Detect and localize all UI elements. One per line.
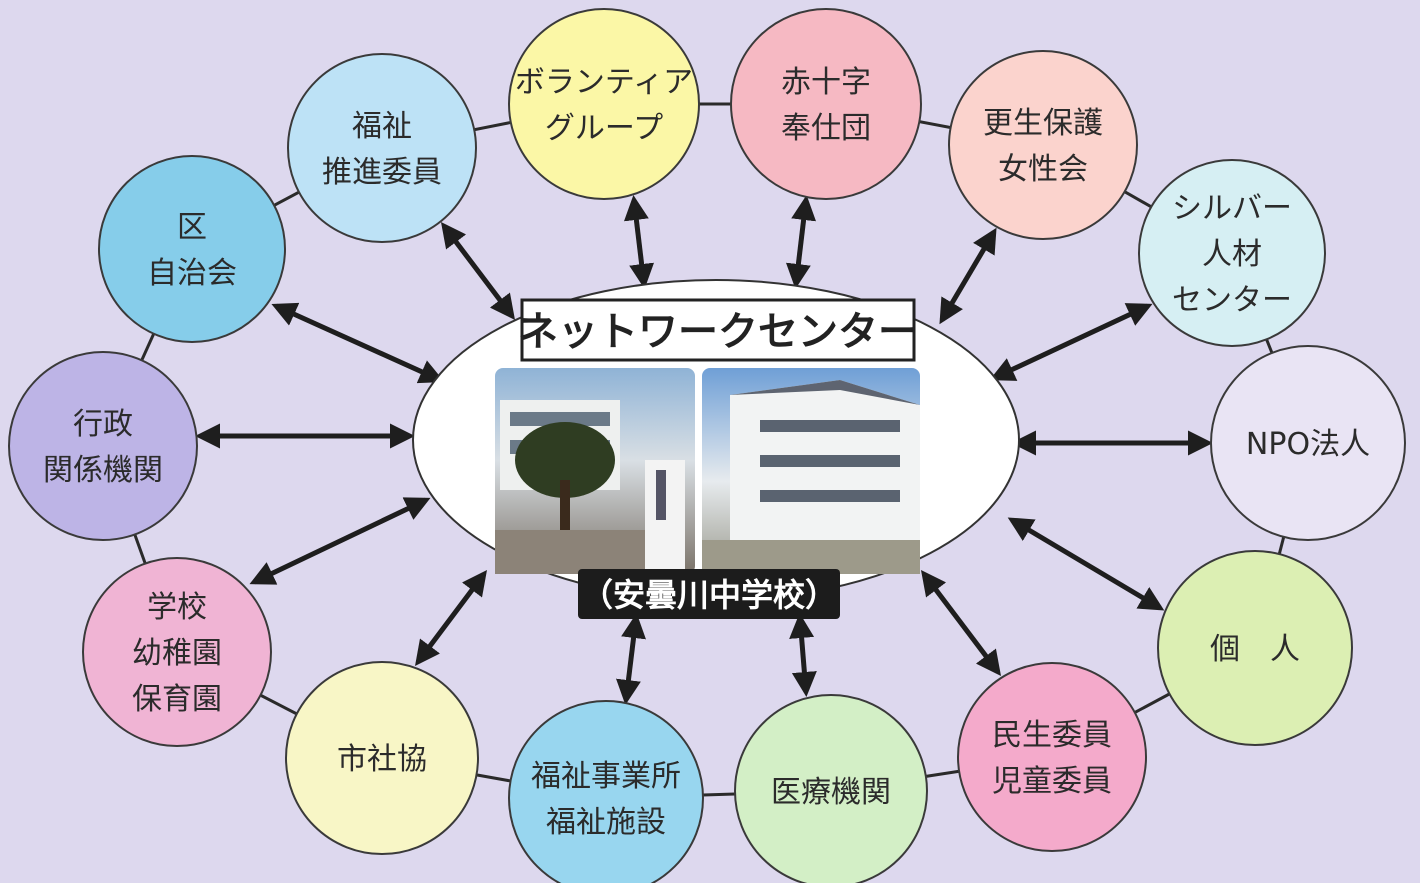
node-label: NPO法人 [1246, 427, 1370, 462]
node-label: 保育園 [132, 682, 222, 717]
arrow-medical [789, 613, 817, 697]
connection-arrows [195, 195, 1213, 705]
node-individual: 個 人 [1157, 550, 1353, 746]
arrow-volunteer [623, 195, 655, 289]
node-label: 個 人 [1210, 632, 1300, 667]
center-title-box [520, 298, 916, 362]
arrow-red-cross [785, 195, 817, 289]
node-label: 行政 [73, 407, 133, 442]
node-label: 推進委員 [322, 155, 442, 190]
center-subtitle-box [578, 569, 840, 619]
arrow-rehab-women [939, 227, 997, 325]
node-label: 更生保護 [983, 106, 1103, 141]
node-circle [1138, 159, 1326, 347]
node-circle [957, 662, 1147, 852]
node-label: 医療機関 [771, 775, 891, 810]
node-medical: 医療機関 [734, 694, 928, 883]
arrow-welfare-facilities [616, 613, 646, 705]
node-label: 市社協 [337, 742, 427, 777]
node-circle [1157, 550, 1353, 746]
arrow-schools [249, 497, 431, 585]
node-npo: NPO法人 [1210, 345, 1406, 541]
school-photo-right [702, 368, 920, 574]
node-label: 福祉 [352, 109, 412, 144]
node-circle [508, 700, 704, 883]
node-label: 福祉事業所 [531, 759, 681, 794]
center-subtitle: （安曇川中学校） [581, 576, 837, 614]
node-circle [98, 155, 286, 343]
node-circle [287, 53, 477, 243]
arrow-welfare-commissioners [920, 570, 1002, 676]
node-label: 区 [177, 210, 207, 245]
arrow-shakyo [415, 570, 487, 666]
node-shakyo: 市社協 [285, 661, 479, 855]
node-label: 女性会 [998, 152, 1088, 187]
node-label: 児童委員 [992, 764, 1112, 799]
node-circle [734, 694, 928, 883]
node-label: 赤十字 [781, 65, 871, 100]
school-photo-left [495, 368, 695, 574]
node-label: 民生委員 [992, 718, 1112, 753]
node-label: シルバー [1172, 191, 1292, 226]
node-label: 関係機関 [43, 453, 163, 488]
node-circle [8, 351, 198, 541]
node-circle [285, 661, 479, 855]
node-label: グループ [545, 111, 663, 146]
node-label: 奉仕団 [781, 111, 871, 146]
node-circle [82, 557, 272, 747]
node-circle [1210, 345, 1406, 541]
arrow-silver [989, 303, 1153, 381]
node-circle [730, 8, 922, 200]
node-label: 人材 [1202, 237, 1262, 272]
node-label: 福祉施設 [546, 805, 666, 840]
node-label: 幼稚園 [132, 636, 222, 671]
organization-nodes: ボランティアグループ赤十字奉仕団更生保護女性会シルバー人材センターNPO法人個 … [8, 8, 1406, 883]
node-label: ボランティア [515, 65, 693, 100]
node-circle [948, 50, 1138, 240]
node-label: センター [1172, 283, 1292, 318]
node-label: 学校 [147, 590, 207, 625]
arrow-individual [1007, 517, 1165, 611]
center-title: ネットワークセンター [518, 309, 918, 355]
arrow-welfare-promoters [440, 222, 516, 320]
node-circle [508, 8, 700, 200]
arrow-district [271, 302, 445, 384]
node-label: 自治会 [147, 256, 237, 291]
network-center-hub: ネットワークセンター [412, 279, 1020, 619]
